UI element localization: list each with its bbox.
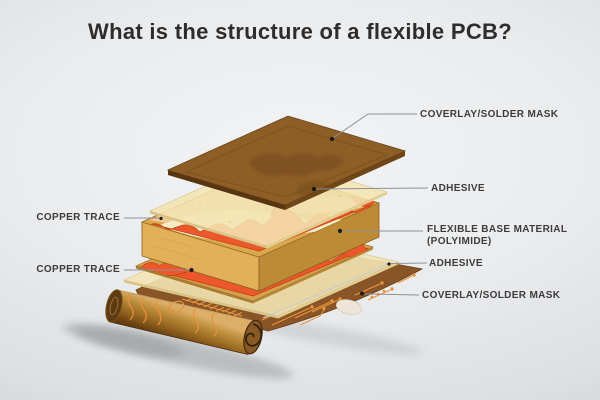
page-title: What is the structure of a flexible PCB? (88, 19, 512, 44)
label-flexible-base-line1: FLEXIBLE BASE MATERIAL (427, 224, 568, 235)
roll-traces (127, 292, 218, 337)
leader-lines (124, 113, 429, 319)
label-flexible-base: FLEXIBLE BASE MATERIAL (POLYIMIDE) (427, 224, 567, 248)
coverlay-top-board (166, 115, 407, 210)
label-flexible-base-line2: (POLYIMIDE) (427, 236, 492, 247)
label-coverlay-bottom: COVERLAY/SOLDER MASK (422, 290, 561, 301)
circuit-traces (181, 275, 413, 326)
rolled-edge (105, 289, 263, 355)
label-copper-trace-bottom: COPPER TRACE (36, 264, 120, 275)
label-coverlay-top: COVERLAY/SOLDER MASK (420, 109, 559, 120)
label-adhesive-bottom: ADHESIVE (429, 258, 483, 269)
leader-dots (159, 136, 391, 296)
mounting-hole-pad (335, 299, 363, 315)
label-adhesive-top: ADHESIVE (431, 183, 485, 194)
label-copper-trace-top: COPPER TRACE (36, 212, 120, 223)
